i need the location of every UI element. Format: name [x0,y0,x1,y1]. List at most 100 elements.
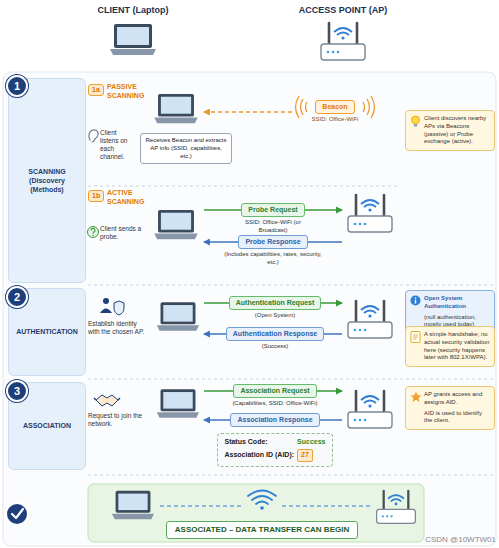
beacon-waves [296,96,375,118]
identity-icon [100,298,124,315]
divider-line [88,186,400,187]
link-line [160,505,242,506]
divider-line [88,285,496,286]
note-sheet [411,332,420,343]
status-box-text: Status Code: [224,438,267,446]
method-title: PASSIVE SCANNING [107,83,149,101]
response-message-text: Association Response [230,413,319,427]
watermark: CSDN @10WTW01 [418,535,496,545]
request-message: Association Request (Capabilities, SSID: … [210,384,340,408]
person-head [103,298,109,304]
shield [114,301,124,315]
laptop-icon [154,94,197,123]
check-mark [12,509,23,518]
step-number: 1 [6,75,28,97]
step-number-text: 1 [14,80,20,92]
status-box-text: Association ID (AID): [224,451,294,459]
laptop-icon [112,491,154,519]
note-box-text: AID is used to identify the client. [424,410,490,426]
substep-badge-text: 1b [92,192,100,199]
star [411,392,422,403]
laptop-icon [154,210,197,239]
status-box-text: Success [297,438,325,446]
wifi-icon [248,491,276,505]
link-line [282,505,370,506]
divider-line [88,379,496,380]
step-number: 3 [6,380,28,402]
step-number-text: 2 [14,291,20,303]
info-note-text: Open System Authentication [424,295,490,311]
info-dot [415,297,417,299]
note-box-text: A simple handshake; no actual security v… [424,331,490,362]
info-stem [415,300,416,304]
access-point-icon [348,301,392,338]
handshake-icon [94,395,120,406]
result-box: ASSOCIATED – DATA TRANSFER CAN BEGIN [166,521,358,539]
request-message-text: Authentication Request [229,296,322,310]
laptop-icon [157,302,199,331]
request-message-text: Association Request [233,384,316,398]
status-box: Status Code: SuccessAssociation ID (AID):… [217,433,332,467]
request-message-text: (Open System) [225,312,325,320]
access-point-icon [348,391,392,428]
result-band [88,484,424,542]
info-box-text: Receives Beacon and extracts AP info (SS… [145,137,226,159]
beacon-frame: BeaconSSID: Office-WiFi [290,100,380,124]
ear-outline [89,130,98,142]
response-message-text: (Includes capabilities, rates, security,… [223,251,323,266]
substep-badge: 1b [88,190,104,202]
request-message-text: SSID: Office-WiFi (or Broadcast) [231,219,315,234]
wave [367,99,370,115]
response-message-text: Authentication Response [226,327,324,341]
request-message: Probe RequestSSID: Office-WiFi (or Broad… [213,203,333,234]
step-note: Client listens on each channel. [100,129,136,162]
step-note: Establish identity with the chosen AP. [88,320,150,336]
access-point-icon [321,23,365,60]
question-dot [92,235,93,236]
content-panel [3,72,496,546]
step-note: Client sends a probe. [100,225,144,241]
note-box-text: AP grants access and assigns AID. [424,391,490,407]
check-circle [6,503,28,525]
request-message-text: (Capabilities, SSID: Office-WiFi) [212,400,338,408]
step-band: SCANNING (Discovery (Methods) [8,78,86,283]
note-box-text: Client discovers nearby APs via Beacons … [424,115,490,146]
aid-badge-text: 27 [301,451,309,458]
done-check [6,503,28,525]
method-title: ACTIVE SCANNING [107,189,149,207]
info-icon [410,295,421,306]
divider-line [88,475,496,476]
request-message: Authentication Request (Open System) [215,296,335,320]
column-header: CLIENT (Laptop) [78,5,188,16]
access-point-icon [377,491,416,524]
wifi-dot [260,506,264,510]
request-message-text: Probe Request [241,203,304,217]
step-note: Request to join the network. [88,412,148,428]
icon-circle [88,227,99,238]
star-icon [410,391,422,403]
step-band-text: AUTHENTICATION [16,327,78,336]
person-body [100,309,112,314]
beacon-frame-text: SSID: Office-WiFi [291,116,379,124]
ear-icon [89,130,98,142]
note-lines [413,335,418,339]
question-mark [91,228,95,233]
wifi-arc [252,496,272,500]
wave [296,96,300,118]
wave [306,102,308,112]
note-icon [410,331,421,343]
response-message: Authentication Response(Success) [215,327,335,351]
wifi-arc [256,502,268,505]
lightbulb-icon [410,115,421,128]
beacon-frame-text: Beacon [315,100,354,114]
beacon-arrow [204,111,292,112]
aid-badge: 27 [297,449,313,461]
access-point-icon [348,195,392,232]
info-circle [411,296,421,306]
laptop-icon [157,389,199,418]
step-band-text: SCANNING (Discovery (Methods) [12,167,82,194]
step-number: 2 [6,286,28,308]
step-number-text: 3 [14,385,20,397]
hands [96,395,118,406]
